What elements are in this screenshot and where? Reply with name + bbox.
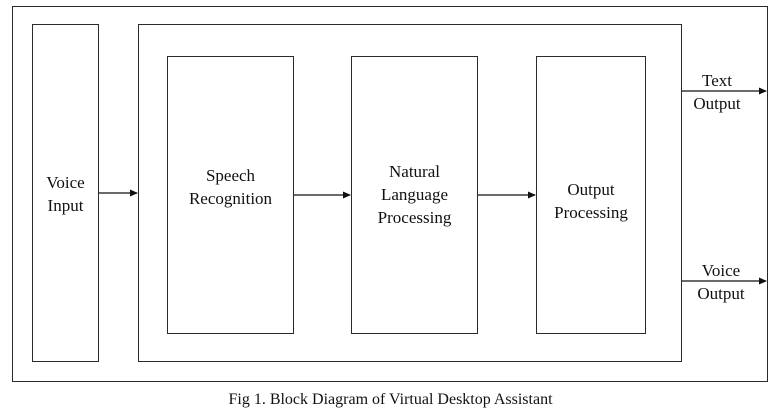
output-processing-block	[536, 56, 646, 334]
nlp-label: Natural Language Processing	[377, 162, 452, 227]
speech-recognition-label: Speech Recognition	[188, 166, 273, 208]
nlp-block	[351, 56, 478, 334]
output-processing-label: Output Processing	[554, 180, 628, 222]
speech-recognition-block	[167, 56, 294, 334]
voice-output-label: Voice Output	[697, 261, 745, 303]
voice-input-label: Voice Input	[46, 173, 85, 215]
figure-caption: Fig 1. Block Diagram of Virtual Desktop …	[228, 391, 553, 408]
voice-input-block	[32, 24, 99, 362]
text-output-label: Text Output	[693, 71, 741, 113]
